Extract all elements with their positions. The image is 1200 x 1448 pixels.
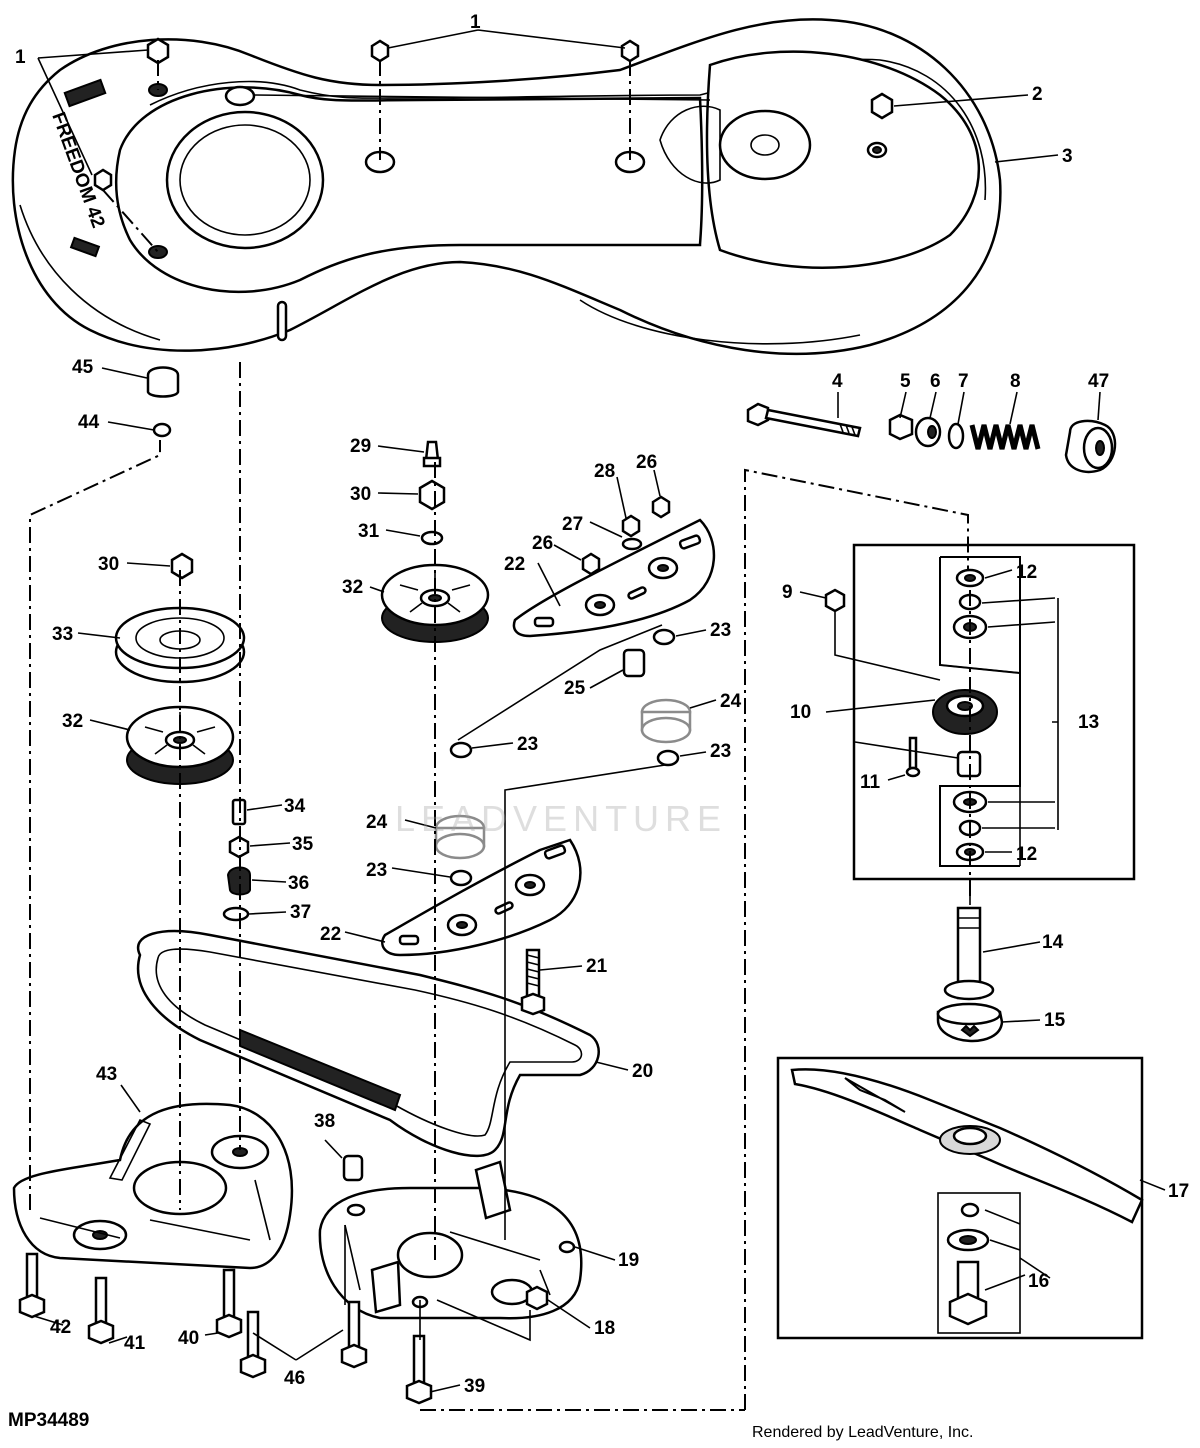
callout-4: 4 (832, 371, 843, 392)
callout-19: 19 (618, 1250, 639, 1271)
callout-40: 40 (178, 1328, 199, 1349)
callout-44: 44 (78, 412, 100, 433)
right-pulley-plate (318, 1154, 583, 1320)
callout-5: 5 (900, 371, 911, 392)
callout-25: 25 (564, 678, 586, 699)
callout-22: 22 (320, 924, 341, 945)
callout-23: 23 (710, 741, 731, 762)
callout-27: 27 (562, 514, 583, 535)
callout-29: 29 (350, 436, 371, 457)
callout-45: 45 (72, 357, 94, 378)
callout-23: 23 (366, 860, 387, 881)
callout-13: 13 (1078, 712, 1099, 733)
callout-14: 14 (1042, 932, 1064, 953)
callout-22: 22 (504, 554, 525, 575)
callout-36: 36 (288, 873, 309, 894)
callout-15: 15 (1044, 1010, 1066, 1031)
nut-9 (824, 588, 846, 613)
callout-41: 41 (124, 1333, 146, 1354)
callout-2: 2 (1032, 84, 1043, 105)
bolt-21 (520, 948, 546, 1016)
callout-10: 10 (790, 702, 811, 723)
callout-46: 46 (284, 1368, 305, 1389)
callout-18: 18 (594, 1318, 615, 1339)
deck-nuts (93, 37, 894, 259)
callout-21: 21 (586, 956, 608, 977)
render-credit: Rendered by LeadVenture, Inc. (752, 1424, 974, 1441)
left-pulley-plate (12, 1102, 294, 1270)
callout-38: 38 (314, 1111, 335, 1132)
callout-numbers: 1 1 2 3 4 5 6 7 8 47 9 10 11 12 12 13 14… (15, 12, 1189, 1397)
tension-bolt-stack (746, 402, 1117, 474)
callout-34: 34 (284, 796, 306, 817)
upper-idler-arm (512, 518, 716, 638)
callout-17: 17 (1168, 1181, 1189, 1202)
assembly-center-lines (29, 60, 971, 1411)
callout-23: 23 (517, 734, 538, 755)
callout-23: 23 (710, 620, 731, 641)
callout-43: 43 (96, 1064, 117, 1085)
callout-39: 39 (464, 1376, 485, 1397)
bearing-housing-assembly-box (852, 543, 1136, 881)
mower-deck: FREEDOM 42 (11, 18, 1002, 356)
blade-hub-cup (936, 1002, 1004, 1043)
stud-stack (222, 798, 251, 922)
leader-lines (33, 29, 1166, 1393)
callout-33: 33 (52, 624, 73, 645)
spindle-shaft (943, 906, 995, 1001)
callout-3: 3 (1062, 146, 1073, 167)
blade-assembly-box (776, 1056, 1144, 1340)
callout-37: 37 (290, 902, 311, 923)
idler-hardware (170, 440, 671, 580)
callout-12: 12 (1016, 844, 1037, 865)
callout-26: 26 (532, 533, 553, 554)
callout-9: 9 (782, 582, 793, 603)
callout-26: 26 (636, 452, 657, 473)
callout-24: 24 (366, 812, 388, 833)
callout-32: 32 (62, 711, 83, 732)
callout-47: 47 (1088, 371, 1109, 392)
callout-42: 42 (50, 1317, 71, 1338)
callout-32: 32 (342, 577, 363, 598)
callout-30: 30 (98, 554, 119, 575)
callout-30: 30 (350, 484, 371, 505)
callout-24: 24 (720, 691, 742, 712)
callout-7: 7 (958, 371, 969, 392)
callout-1: 1 (15, 47, 26, 68)
figure-id: MP34489 (8, 1410, 90, 1431)
callout-11: 11 (860, 772, 881, 793)
callout-28: 28 (594, 461, 615, 482)
callout-20: 20 (632, 1061, 653, 1082)
watermark: LEADVENTURE (395, 798, 728, 839)
callout-31: 31 (358, 521, 380, 542)
callout-1: 1 (470, 12, 481, 33)
spacers-and-pulleys (434, 628, 692, 887)
lower-idler-arm (381, 838, 582, 957)
callout-12: 12 (1016, 562, 1037, 583)
callout-6: 6 (930, 371, 941, 392)
callout-8: 8 (1010, 371, 1021, 392)
drive-belt (136, 929, 600, 1158)
callout-35: 35 (292, 834, 314, 855)
callout-16: 16 (1028, 1271, 1049, 1292)
bottom-bolts (18, 366, 549, 1405)
